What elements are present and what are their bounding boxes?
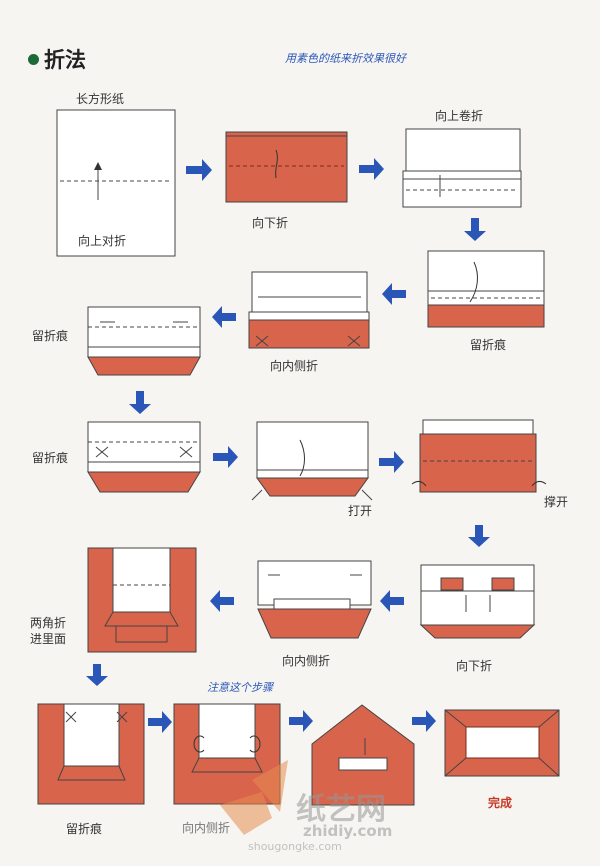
label-crease-1: 留折痕 <box>470 338 507 352</box>
label-open: 打开 <box>348 504 373 518</box>
arrow-right-icon <box>379 451 404 473</box>
watermark-domain: zhidiy.com <box>303 822 393 840</box>
watermark-sub: shougongke.com <box>248 840 342 853</box>
watermark-text: 纸艺网 <box>296 792 386 827</box>
label-crease-4: 留折痕 <box>66 822 103 836</box>
label-inward-3: 向内侧折 <box>182 821 231 835</box>
arrow-left-icon <box>380 590 404 612</box>
step-3-roll-up <box>402 128 522 208</box>
step-8 <box>251 421 373 501</box>
watermark-logo-icon <box>220 760 288 835</box>
label-crease-2: 留折痕 <box>32 329 69 343</box>
title-bullet-icon <box>28 54 39 65</box>
label-spread: 撑开 <box>544 495 569 509</box>
step-16-done <box>444 709 560 777</box>
step-11 <box>257 560 372 639</box>
arrow-down-icon <box>129 391 151 414</box>
arrow-right-icon <box>213 446 238 468</box>
arrow-right-icon <box>359 158 384 180</box>
arrow-right-icon <box>186 159 212 181</box>
label-inward-2: 向内侧折 <box>282 654 331 668</box>
label-rect-paper: 长方形纸 <box>76 92 125 106</box>
step-9 <box>411 419 547 493</box>
arrow-right-icon <box>289 710 313 732</box>
arrow-left-icon <box>382 283 406 305</box>
arrow-down-icon <box>86 664 108 686</box>
label-fold-down-2: 向下折 <box>456 659 493 673</box>
step-4 <box>427 250 545 328</box>
step-15 <box>311 704 415 806</box>
label-crease-3: 留折痕 <box>32 451 69 465</box>
step-13 <box>37 703 145 805</box>
title-text: 折法 <box>44 48 86 72</box>
label-fold-down: 向下折 <box>252 216 289 230</box>
step-7 <box>87 421 201 493</box>
step-12 <box>87 547 197 653</box>
arrow-down-icon <box>468 525 490 547</box>
step-6 <box>87 306 201 376</box>
step-2-folded-half <box>225 131 348 203</box>
step-1-paper <box>56 109 176 257</box>
arrow-left-icon <box>212 306 236 328</box>
arrow-right-icon <box>412 710 436 732</box>
arrow-down-icon <box>464 218 486 241</box>
label-roll-up: 向上卷折 <box>435 109 484 123</box>
page-title: 折法 <box>28 44 86 74</box>
arrow-right-icon <box>148 711 172 733</box>
step-5 <box>248 271 370 349</box>
header-note: 用素色的纸来折效果很好 <box>285 52 406 65</box>
label-attention: 注意这个步骤 <box>207 681 273 694</box>
label-fold-up-half: 向上对折 <box>78 234 127 248</box>
label-inward-1: 向内侧折 <box>270 359 319 373</box>
label-corners-in: 两角折 进里面 <box>30 616 67 646</box>
arrow-left-icon <box>210 590 234 612</box>
label-done: 完成 <box>488 796 513 810</box>
step-10 <box>419 564 536 639</box>
